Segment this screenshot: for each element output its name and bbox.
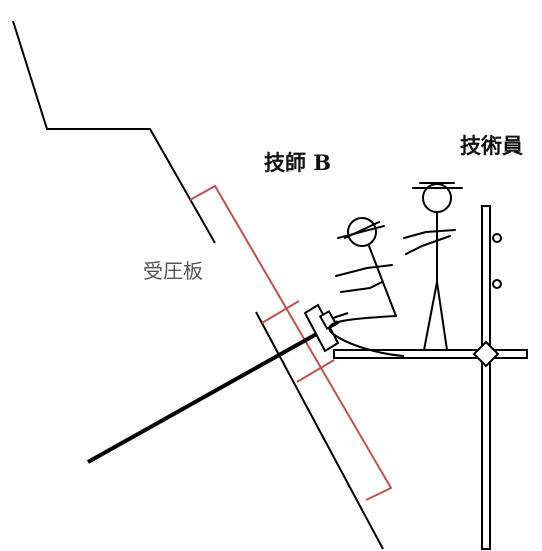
pressure-plate-label: 受圧板: [143, 259, 203, 283]
engineer-b-label: 技師 B: [264, 150, 332, 175]
technician-figure: [403, 182, 463, 351]
scaffold-beam: [333, 349, 528, 359]
ground-anchor: [87, 320, 339, 464]
pole-hook-lower: [492, 279, 502, 289]
technician-label: 技術員: [460, 133, 523, 158]
anchor-jack: [303, 303, 349, 353]
pole-hook-upper: [492, 233, 502, 243]
pressure-plate: [189, 184, 393, 501]
scaffold-pole: [481, 205, 491, 550]
scaffold-clamp: [472, 340, 500, 368]
engineer-b-figure: [328, 217, 404, 357]
slope-face-line: [12, 20, 216, 244]
lower-slope-line: [255, 311, 384, 550]
